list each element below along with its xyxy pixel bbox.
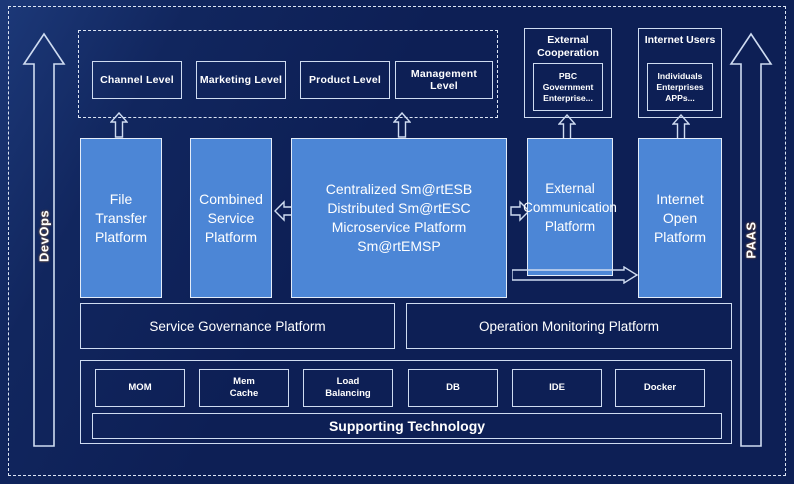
tech-load-balancing[interactable]: Load Balancing (303, 369, 393, 407)
platform-file-transfer[interactable]: File Transfer Platform (80, 138, 162, 298)
tech-load-balancing-label: Load Balancing (325, 376, 371, 399)
supporting-technology-bar[interactable]: Supporting Technology (92, 413, 722, 439)
tech-docker-label: Docker (643, 382, 677, 393)
up-arrow-external-cooperation (557, 113, 577, 140)
up-arrow-internet-users (671, 113, 691, 140)
business-level-marketing-label: Marketing Level (199, 74, 283, 86)
internet-users-detail: Individuals Enterprises APPs... (656, 70, 704, 103)
platform-external-communication-label: External Communication Platform (523, 180, 617, 234)
paas-arrow-label: PAAS (743, 221, 759, 259)
service-governance-platform-label: Service Governance Platform (149, 318, 326, 334)
tech-ide[interactable]: IDE (512, 369, 602, 407)
internet-users-title: Internet Users (644, 34, 716, 46)
arrow-core-to-external-comm (510, 200, 530, 222)
external-cooperation-detail: PBC Government Enterprise... (542, 70, 594, 103)
up-arrow-channel (109, 111, 129, 138)
platform-internet-open[interactable]: Internet Open Platform (638, 138, 722, 298)
internet-users-detail-box: Individuals Enterprises APPs... (647, 63, 713, 111)
diagram-outer-boundary (8, 6, 786, 476)
internet-users-box[interactable]: Internet Users Individuals Enterprises A… (638, 28, 722, 118)
platform-core-esb[interactable]: Centralized Sm@rtESB Distributed Sm@rtES… (291, 138, 507, 298)
paas-arrow-shape (729, 32, 773, 447)
paas-arrow: PAAS (729, 30, 773, 450)
tech-db-label: DB (446, 382, 460, 393)
platform-internet-open-label: Internet Open Platform (653, 190, 707, 245)
external-cooperation-box[interactable]: External Cooperation PBC Government Ente… (524, 28, 612, 118)
operation-monitoring-platform[interactable]: Operation Monitoring Platform (406, 303, 732, 349)
tech-mem-cache[interactable]: Mem Cache (199, 369, 289, 407)
external-cooperation-title: External Cooperation (537, 34, 599, 59)
tech-mem-cache-label: Mem Cache (229, 376, 259, 399)
platform-core-esb-label: Centralized Sm@rtESB Distributed Sm@rtES… (325, 181, 473, 254)
business-level-management-label: Management Level (410, 68, 478, 92)
up-arrow-management (392, 111, 412, 138)
tech-db[interactable]: DB (408, 369, 498, 407)
tech-mom[interactable]: MOM (95, 369, 185, 407)
devops-arrow-shape (22, 32, 66, 447)
tech-docker[interactable]: Docker (615, 369, 705, 407)
tech-mom-label: MOM (128, 382, 152, 393)
business-level-marketing[interactable]: Marketing Level (196, 61, 286, 99)
business-level-product[interactable]: Product Level (300, 61, 390, 99)
platform-combined-service[interactable]: Combined Service Platform (190, 138, 272, 298)
business-levels-group (78, 30, 498, 118)
business-level-channel[interactable]: Channel Level (92, 61, 182, 99)
arrow-core-to-internet-open (511, 265, 639, 285)
supporting-technology-bar-label: Supporting Technology (328, 418, 486, 434)
platform-external-communication[interactable]: External Communication Platform (523, 138, 617, 276)
business-level-channel-label: Channel Level (100, 74, 174, 86)
supporting-technology-frame (80, 360, 732, 444)
devops-arrow-label: DevOps (36, 209, 52, 262)
operation-monitoring-platform-label: Operation Monitoring Platform (478, 318, 660, 334)
devops-arrow: DevOps (22, 30, 66, 450)
service-governance-platform[interactable]: Service Governance Platform (80, 303, 395, 349)
tech-ide-label: IDE (549, 382, 565, 393)
external-cooperation-detail-box: PBC Government Enterprise... (533, 63, 603, 111)
business-level-product-label: Product Level (308, 74, 382, 86)
platform-combined-service-label: Combined Service Platform (199, 190, 263, 245)
business-level-management[interactable]: Management Level (395, 61, 493, 99)
platform-file-transfer-label: File Transfer Platform (94, 190, 148, 245)
